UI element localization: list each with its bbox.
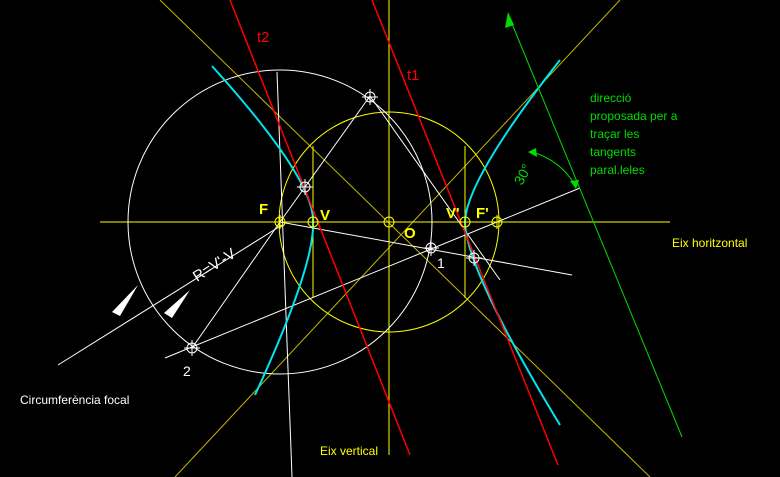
focal-circle — [127, 69, 433, 375]
label-t1: t1 — [407, 67, 420, 84]
angle-arc — [531, 151, 576, 186]
asymptote-ascending — [174, 0, 621, 477]
marker-V — [306, 215, 320, 229]
label-angle: 30° — [511, 161, 535, 187]
marker-tangent-point-right — [466, 250, 482, 266]
direction-note-line: paral.leles — [590, 163, 645, 177]
marker-F-prime — [490, 215, 504, 229]
angle-arrow-right — [570, 180, 579, 189]
direction-note-line: direcció — [590, 91, 632, 105]
direction-arrow-head — [505, 12, 514, 28]
direction-note-line: proposada per a — [590, 109, 678, 123]
label-O: O — [404, 225, 416, 242]
dimension-arrow-inner — [164, 290, 190, 318]
vertical-line-through-F — [276, 71, 293, 477]
label-t2: t2 — [257, 29, 270, 46]
radius-dimension-line — [57, 224, 283, 366]
label-F: F — [259, 201, 268, 218]
marker-O — [382, 215, 396, 229]
tangent-t2 — [229, 0, 411, 456]
marker-F — [273, 215, 287, 229]
label-point-2: 2 — [183, 363, 191, 379]
upper-point-diagonal — [369, 95, 501, 281]
marker-point-2 — [184, 340, 200, 356]
line-F-to-upper-point — [279, 95, 371, 223]
marker-V-prime — [458, 215, 472, 229]
label-eix-horitzontal: Eix horitzontal — [672, 236, 747, 250]
line-point-2-to-direction — [164, 187, 581, 359]
marker-point-1 — [423, 240, 439, 256]
marker-upper-point — [362, 89, 378, 105]
direction-note-line: tangents — [590, 145, 636, 159]
label-radius: R=V'-V — [190, 245, 239, 285]
label-circumferencia-focal: Circumferència focal — [20, 393, 129, 407]
line-F-to-point-2 — [191, 221, 281, 349]
label-V: V — [320, 207, 330, 224]
label-point-1: 1 — [437, 255, 445, 271]
asymptote-descending — [159, 0, 651, 477]
label-V-prime: V' — [446, 205, 460, 222]
direction-note-line: traçar les — [590, 127, 639, 141]
tangent-t1 — [371, 0, 559, 466]
label-F-prime: F' — [476, 205, 489, 222]
direction-line — [507, 13, 683, 438]
dimension-arrow-outer — [112, 285, 138, 316]
angle-arrow-left — [528, 148, 537, 157]
direction-note: direcció proposada per a traçar les tang… — [590, 91, 681, 177]
marker-tangent-point-left — [297, 179, 313, 195]
label-eix-vertical: Eix vertical — [320, 444, 378, 458]
